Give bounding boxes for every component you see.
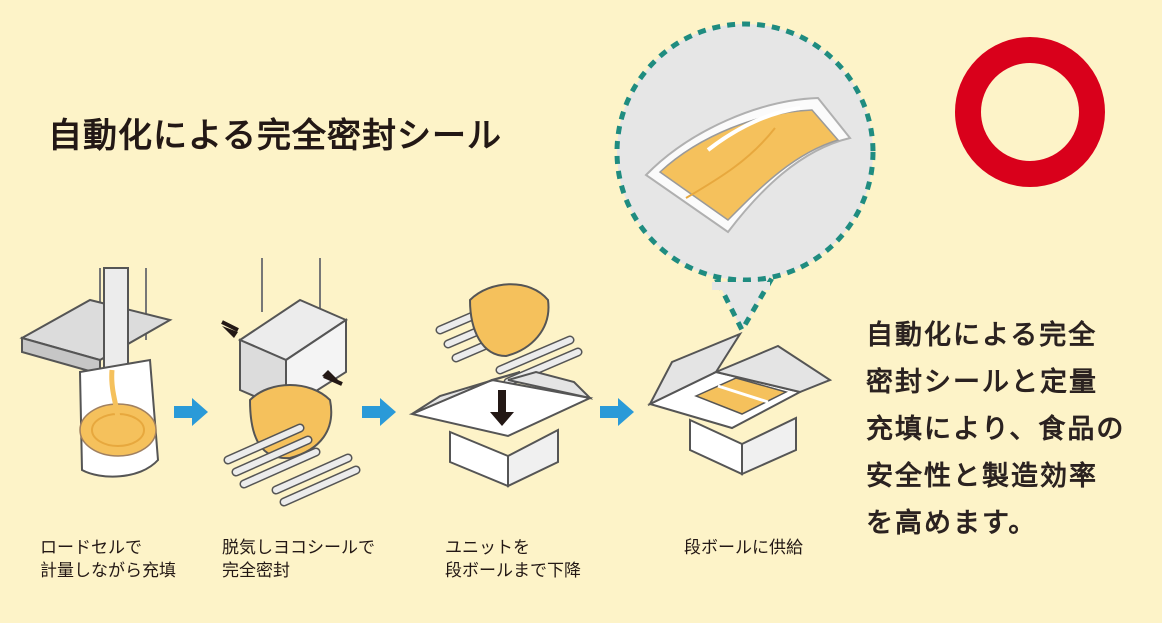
description: 自動化による完全 密封シールと定量 充填により、食品の 安全性と製造効率 を高め… [866,312,1151,547]
step-2-illustration [221,258,361,507]
page-title: 自動化による完全密封シール [48,116,502,156]
step-2-caption-line: 脱気しヨコシールで [222,538,375,558]
description-line: を高めます。 [866,508,1038,539]
step-3-caption-line: 段ボールまで下降 [445,561,581,581]
description-line: 自動化による完全 [866,320,1098,351]
step-3-caption-line: ユニットを [445,538,530,558]
description-line: 充填により、食品の [866,414,1126,445]
description-line: 密封シールと定量 [866,367,1098,398]
step-2-caption: 脱気しヨコシールで 完全密封 [222,537,375,583]
flow-arrow-icon [174,398,208,426]
step-4-illustration [647,331,833,476]
zoom-bubble [614,21,876,336]
description-line: 安全性と製造効率 [866,461,1098,492]
step-4-caption-line: 段ボールに供給 [684,538,803,558]
step-3-caption: ユニットを 段ボールまで下降 [445,537,581,583]
step-1-caption: ロードセルで 計量しながら充填 [40,537,176,583]
step-1-caption-line: ロードセルで [40,538,142,558]
flow-arrow-icon [362,398,396,426]
step-1-illustration [19,267,173,478]
ok-circle-icon [955,37,1105,187]
sealed-package-icon [644,96,852,234]
flow-arrow-icon [600,398,634,426]
step-2-caption-line: 完全密封 [222,561,290,581]
step-1-caption-line: 計量しながら充填 [40,561,176,581]
step-4-caption: 段ボールに供給 [684,537,803,560]
step-3-illustration [408,283,594,488]
